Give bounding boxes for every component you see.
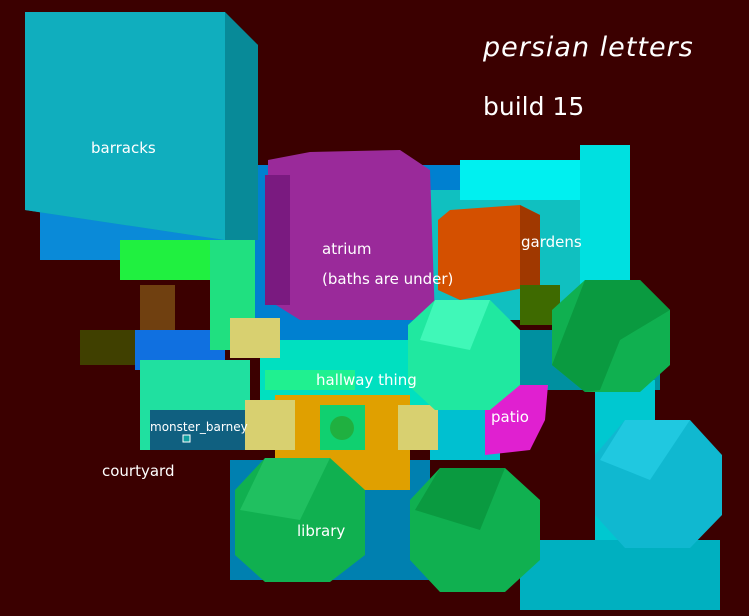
octagon-room-atrium-south <box>408 300 520 410</box>
build-number: build 15 <box>483 92 585 121</box>
barracks-room[interactable] <box>25 12 258 240</box>
label-atrium: atrium <box>322 240 372 258</box>
label-courtyard: courtyard <box>102 462 175 480</box>
label-library: library <box>297 522 346 540</box>
label-hallway: hallway thing <box>316 371 417 389</box>
library-room[interactable] <box>235 458 365 582</box>
label-gardens: gardens <box>521 233 582 251</box>
label-patio: patio <box>491 408 529 426</box>
label-atrium-note: (baths are under) <box>322 270 454 288</box>
octagon-room-gardens-south <box>552 280 670 392</box>
gardens-room[interactable] <box>438 205 560 325</box>
label-monster-barney: monster_barney <box>150 420 248 434</box>
octagon-room-east <box>595 420 722 548</box>
monster-barney-marker[interactable] <box>182 434 191 443</box>
octagon-room-south <box>410 468 540 592</box>
atrium-room[interactable] <box>265 150 435 320</box>
patio-room[interactable] <box>485 385 548 455</box>
label-barracks: barracks <box>91 139 156 157</box>
game-title: persian letters <box>483 32 694 63</box>
